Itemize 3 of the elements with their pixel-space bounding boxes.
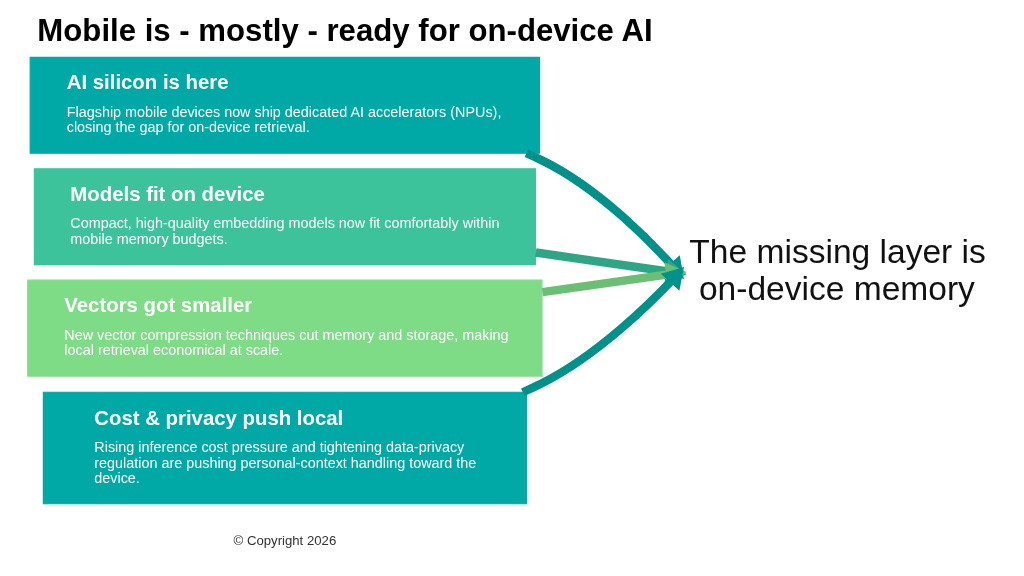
label: © Copyright 2026 (233, 532, 337, 548)
node-text: The missing layer is on-device memory (689, 232, 986, 307)
diagram-title: Mobile is - mostly - ready for on-device AI (37, 13, 653, 49)
